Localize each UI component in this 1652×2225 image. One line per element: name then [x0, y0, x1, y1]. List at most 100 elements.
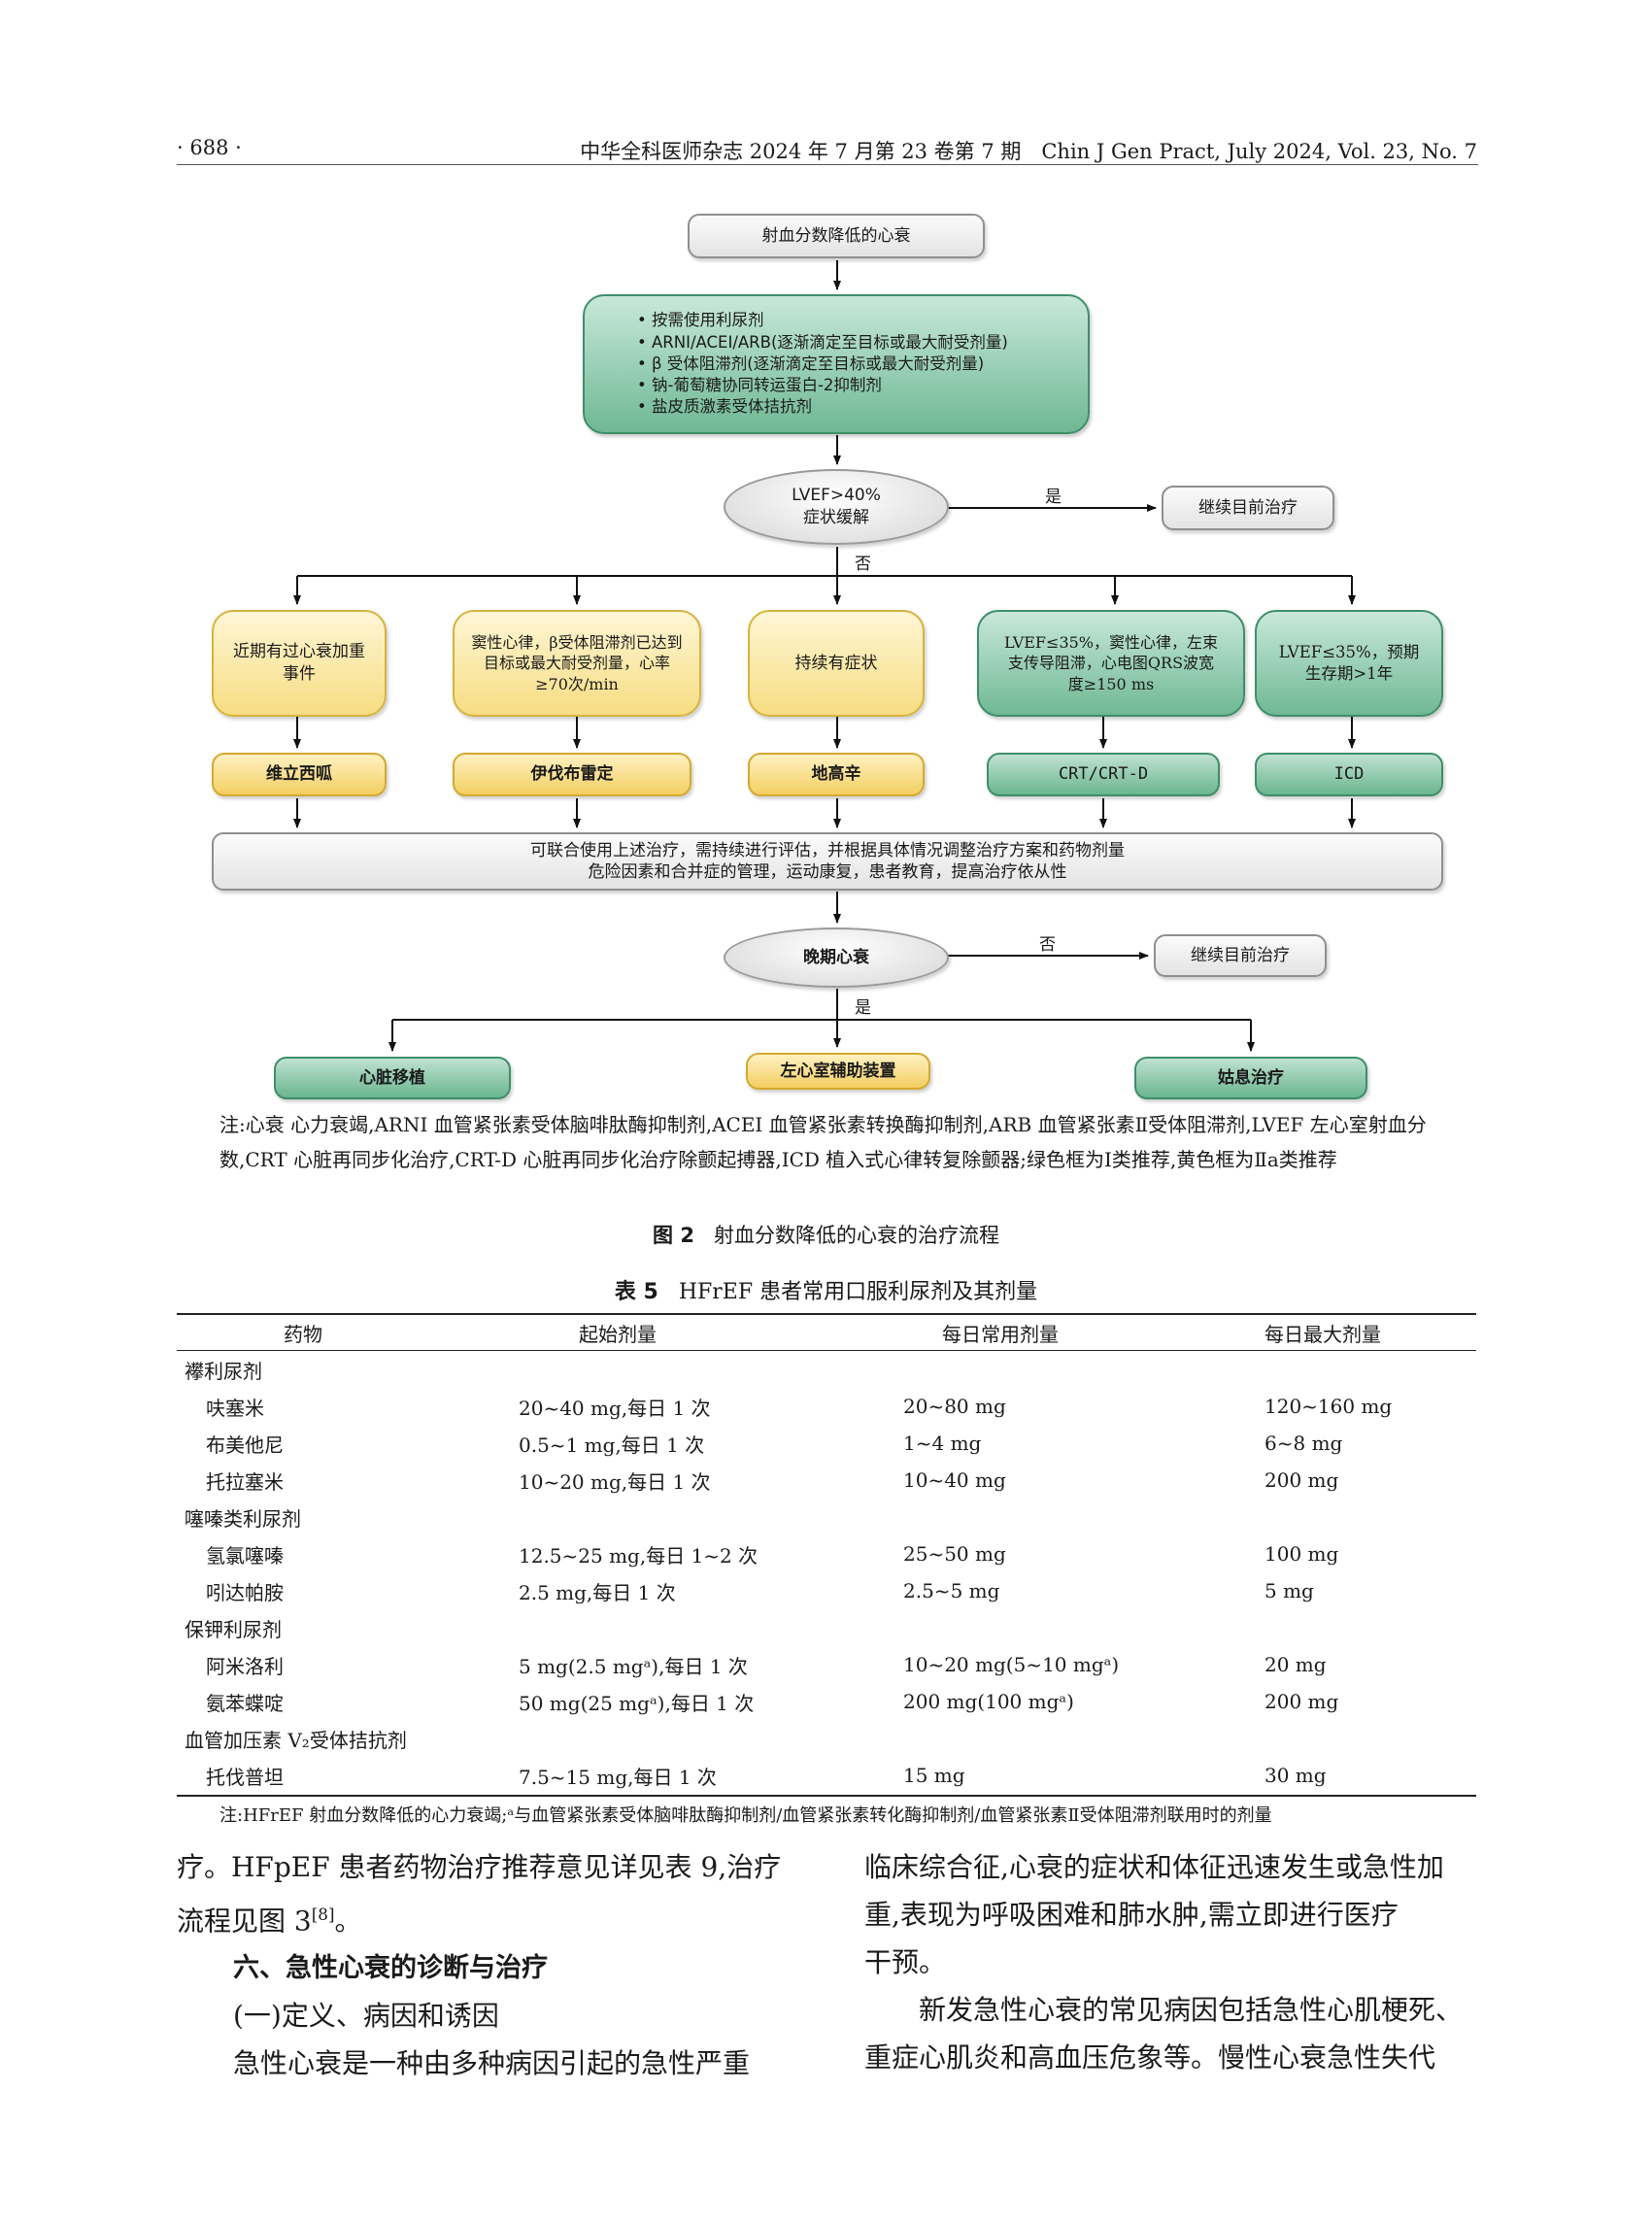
usual-dose-cell: 2.5~5 mg — [903, 1579, 1000, 1602]
continue-therapy-box-1: 继续目前治疗 — [1162, 486, 1334, 530]
header-rule — [177, 164, 1478, 165]
table-bottom-rule — [177, 1795, 1476, 1797]
max-dose-cell: 100 mg — [1264, 1542, 1339, 1566]
advanced-hf-decision-oval: 晚期心衰 — [724, 927, 949, 988]
therapy-box-vericiguat: 维立西呱 — [212, 753, 387, 796]
decision1-line2: 症状缓解 — [803, 508, 869, 527]
therapy-box-digoxin: 地高辛 — [748, 753, 925, 796]
usual-dose-cell: 200 mg(100 mgᵃ) — [903, 1690, 1074, 1713]
usual-dose-cell: 10~20 mg(5~10 mgᵃ) — [903, 1653, 1120, 1676]
max-dose-cell: 20 mg — [1264, 1653, 1327, 1676]
table-caption-label: 表 5 — [614, 1280, 658, 1304]
therapy-box-crt: CRT/CRT-D — [987, 753, 1220, 796]
drug-name-cell: 布美他尼 — [206, 1433, 284, 1457]
drug-name-cell: 托拉塞米 — [206, 1469, 284, 1494]
body-right-column: 临床综合征,心衰的症状和体征迅速发生或急性加 重,表现为呼吸困难和肺水肿,需立即… — [864, 1843, 1486, 2081]
start-dose-cell: 7.5~15 mg,每日 1 次 — [519, 1765, 717, 1789]
combo-line-1: 可联合使用上述治疗，需持续进行评估，并根据具体情况调整治疗方案和药物剂量 — [530, 840, 1125, 860]
table-header-row: 药物 起始剂量 每日常用剂量 每日最大剂量 — [185, 1314, 1476, 1351]
combination-therapy-box: 可联合使用上述治疗，需持续进行评估，并根据具体情况调整治疗方案和药物剂量 危险因… — [212, 832, 1443, 891]
max-dose-cell: 5 mg — [1264, 1579, 1314, 1602]
body-left-line: 流程见图 3[8]。 — [177, 1891, 798, 1944]
col-header-drug: 药物 — [284, 1322, 322, 1346]
usual-dose-cell: 20~80 mg — [903, 1395, 1006, 1418]
page-number: · 688 · — [177, 136, 242, 159]
usual-dose-cell: 10~40 mg — [903, 1468, 1006, 1492]
yes-label-2: 是 — [855, 998, 871, 1018]
max-dose-cell: 30 mg — [1264, 1764, 1327, 1787]
yes-label-1: 是 — [1045, 488, 1062, 507]
start-dose-cell: 12.5~25 mg,每日 1~2 次 — [519, 1543, 759, 1568]
table-note: 注:HFrEF 射血分数降低的心力衰竭;ᵃ与血管紧张素受体脑啡肽酶抑制剂/血管紧… — [219, 1805, 1272, 1826]
max-dose-cell: 6~8 mg — [1264, 1432, 1343, 1455]
table-group-row: 血管加压素 V₂受体拮抗剂 — [185, 1720, 1476, 1757]
no-label-2: 否 — [1039, 935, 1056, 955]
start-dose-cell: 0.5~1 mg,每日 1 次 — [519, 1433, 705, 1457]
body-right-line: 临床综合征,心衰的症状和体征迅速发生或急性加 — [864, 1851, 1444, 1883]
table-top-rule — [177, 1313, 1476, 1315]
drug-name-cell: 吲达帕胺 — [206, 1580, 284, 1604]
table-caption: 表 5 HFrEF 患者常用口服利尿剂及其剂量 — [0, 1274, 1652, 1305]
lvad-box: 左心室辅助装置 — [746, 1053, 930, 1090]
subsection-heading: (一)定义、病因和诱因 — [233, 2000, 499, 2033]
body-right-line: 重症心肌炎和高血压危象等。慢性心衰急性失代 — [864, 2041, 1436, 2073]
max-dose-cell: 200 mg — [1264, 1690, 1339, 1713]
col-header-usual-dose: 每日常用剂量 — [942, 1322, 1059, 1346]
continue-therapy-box-2: 继续目前治疗 — [1154, 934, 1327, 977]
table-group-row: 噻嗪类利尿剂 — [185, 1499, 1476, 1535]
usual-dose-cell: 15 mg — [903, 1764, 965, 1787]
drug-class-cell: 保钾利尿剂 — [185, 1617, 282, 1641]
base-therapy-item: 钠-葡萄糖协同转运蛋白-2抑制剂 — [637, 375, 1008, 396]
condition-box-1: 近期有过心衰加重事件 — [212, 610, 387, 717]
table-row: 布美他尼 0.5~1 mg,每日 1 次 1~4 mg 6~8 mg — [185, 1425, 1476, 1462]
palliative-care-box: 姑息治疗 — [1134, 1057, 1367, 1099]
table-row: 阿米洛利 5 mg(2.5 mgᵃ),每日 1 次 10~20 mg(5~10 mg… — [185, 1646, 1476, 1683]
table-group-row: 保钾利尿剂 — [185, 1609, 1476, 1646]
drug-name-cell: 氢氯噻嗪 — [206, 1543, 284, 1568]
table-row: 氨苯蝶啶 50 mg(25 mgᵃ),每日 1 次 200 mg(100 mgᵃ) 2… — [185, 1683, 1476, 1720]
base-therapy-item: 盐皮质激素受体拮抗剂 — [637, 396, 1008, 418]
body-right-line: 新发急性心衰的常见病因包括急性心肌梗死、 — [919, 1994, 1464, 2026]
figure-caption: 图 2 射血分数降低的心衰的治疗流程 — [0, 1220, 1652, 1249]
usual-dose-cell: 1~4 mg — [903, 1432, 982, 1455]
body-text: 。 — [334, 1905, 362, 1938]
drug-name-cell: 呋塞米 — [206, 1396, 264, 1420]
condition-box-5: LVEF≤35%，预期生存期>1年 — [1255, 610, 1443, 717]
base-therapy-item: 按需使用利尿剂 — [637, 310, 1008, 331]
figure-caption-text: 射血分数降低的心衰的治疗流程 — [713, 1224, 999, 1247]
combo-line-2: 危险因素和合并症的管理，运动康复，患者教育，提高治疗依从性 — [588, 862, 1067, 882]
decision1-line1: LVEF>40% — [792, 486, 881, 506]
table-header-rule — [177, 1350, 1476, 1351]
condition-box-4: LVEF≤35%，窦性心律，左束支传导阻滞，心电图QRS波宽度≥150 ms — [977, 610, 1245, 717]
body-left-column: 疗。HFpEF 患者药物治疗推荐意见详见表 9,治疗 流程见图 3[8]。 六、… — [177, 1843, 798, 2087]
flowchart-connectors — [293, 260, 1356, 1052]
base-therapy-item: β 受体阻滞剂(逐渐滴定至目标或最大耐受剂量) — [637, 354, 1008, 375]
start-dose-cell: 10~20 mg,每日 1 次 — [519, 1469, 711, 1494]
col-header-max-dose: 每日最大剂量 — [1264, 1322, 1381, 1346]
lvef-decision-oval: LVEF>40% 症状缓解 — [724, 469, 949, 545]
base-therapy-item: ARNI/ACEI/ARB(逐渐滴定至目标或最大耐受剂量) — [637, 332, 1008, 354]
start-dose-cell: 5 mg(2.5 mgᵃ),每日 1 次 — [519, 1654, 748, 1678]
figure-caption-label: 图 2 — [653, 1224, 694, 1247]
drug-name-cell: 托伐普坦 — [206, 1765, 284, 1789]
usual-dose-cell: 25~50 mg — [903, 1542, 1006, 1566]
drug-class-cell: 襻利尿剂 — [185, 1359, 262, 1383]
base-therapy-list: 按需使用利尿剂 ARNI/ACEI/ARB(逐渐滴定至目标或最大耐受剂量) β … — [624, 310, 1008, 418]
drug-name-cell: 氨苯蝶啶 — [206, 1691, 284, 1715]
body-left-line: 急性心衰是一种由多种病因引起的急性严重 — [233, 2047, 751, 2080]
max-dose-cell: 120~160 mg — [1264, 1395, 1393, 1418]
heart-transplant-box: 心脏移植 — [274, 1057, 511, 1099]
start-dose-cell: 50 mg(25 mgᵃ),每日 1 次 — [519, 1691, 755, 1715]
treatment-flowchart: 射血分数降低的心衰 按需使用利尿剂 ARNI/ACEI/ARB(逐渐滴定至目标或… — [0, 0, 1652, 1117]
drug-name-cell: 阿米洛利 — [206, 1654, 284, 1678]
base-therapy-box: 按需使用利尿剂 ARNI/ACEI/ARB(逐渐滴定至目标或最大耐受剂量) β … — [583, 294, 1090, 434]
no-label-1: 否 — [855, 555, 871, 574]
drug-class-cell: 血管加压素 V₂受体拮抗剂 — [185, 1728, 407, 1752]
table-row: 托伐普坦 7.5~15 mg,每日 1 次 15 mg 30 mg — [185, 1757, 1476, 1794]
condition-box-2: 窦性心律，β受体阻滞剂已达到目标或最大耐受剂量，心率≥70次/min — [453, 610, 701, 717]
section-heading: 六、急性心衰的诊断与治疗 — [233, 1953, 548, 1984]
